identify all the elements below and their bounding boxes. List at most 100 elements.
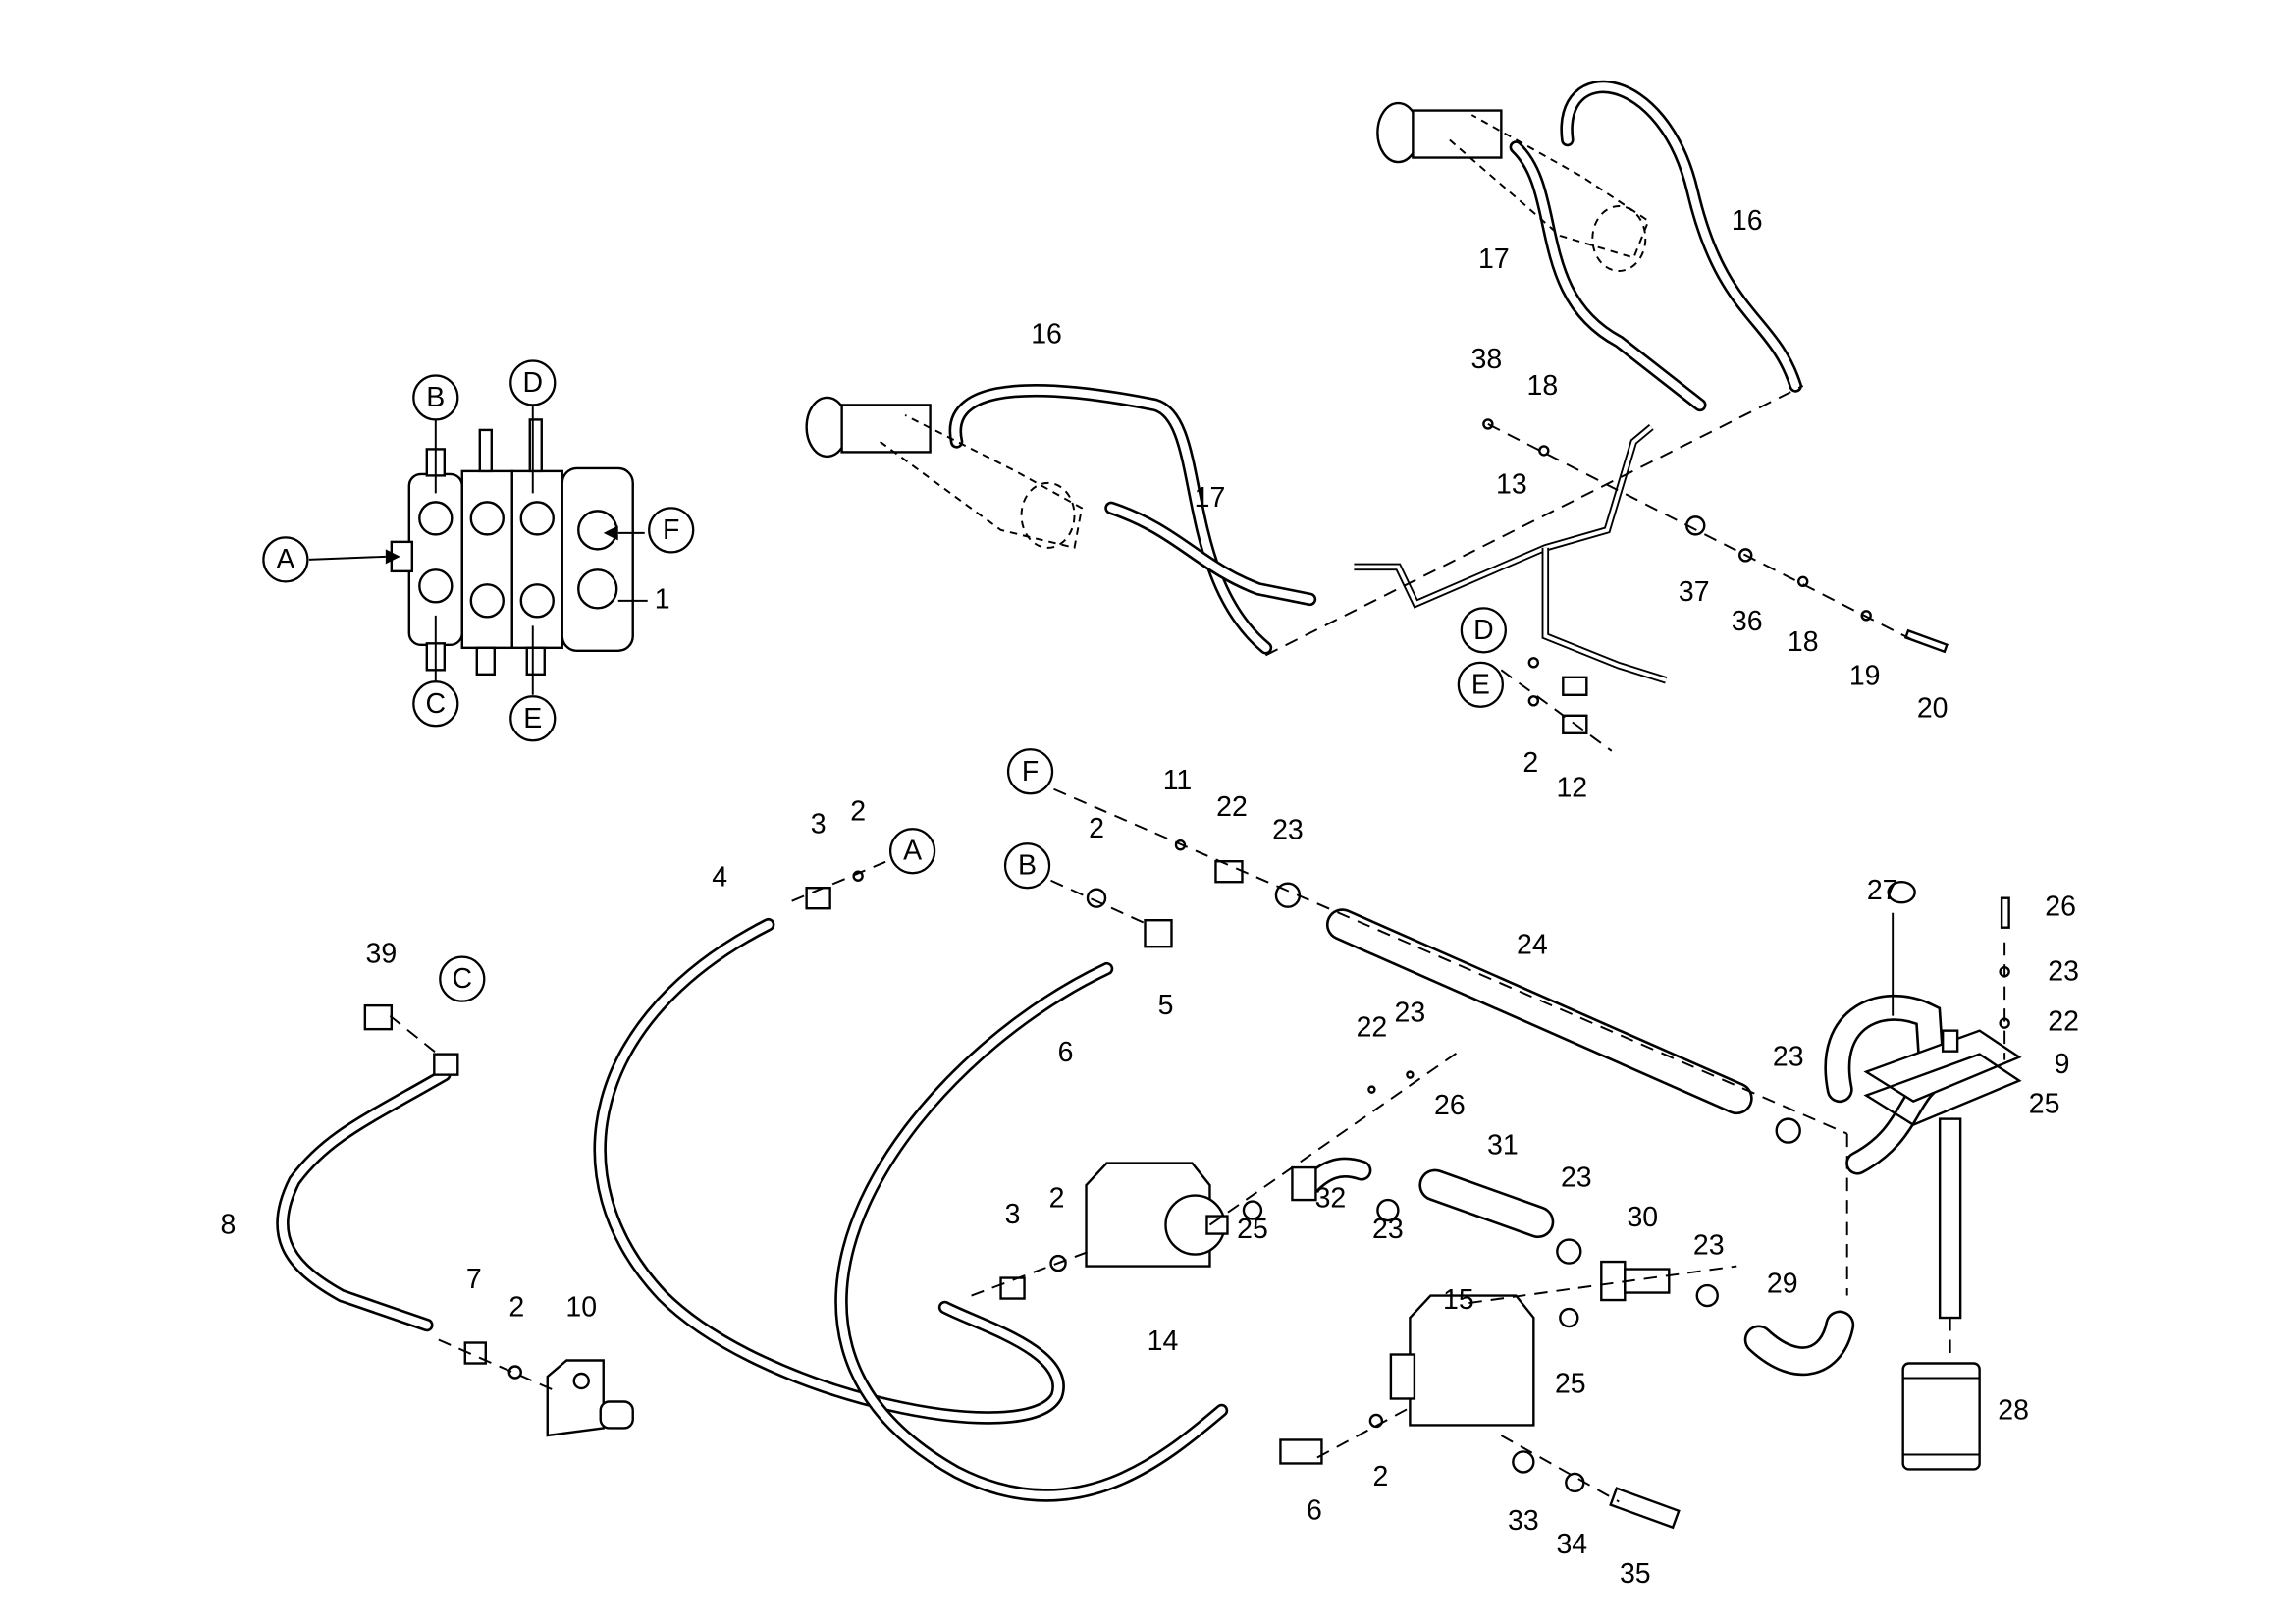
- part-number-label: 19: [1849, 660, 1881, 691]
- pipe-13: [1354, 424, 1668, 684]
- part-number-label: 36: [1732, 606, 1763, 637]
- hose-17-upper: [1509, 140, 1707, 412]
- assembly-lines: [389, 385, 2006, 1503]
- part-number-label: 3: [811, 809, 827, 840]
- svg-text:C: C: [426, 688, 447, 720]
- lift-cylinder-upper: [1376, 101, 1650, 272]
- svg-text:B: B: [1018, 850, 1037, 882]
- part-number-label: 35: [1620, 1558, 1651, 1590]
- hose-16-middle: [948, 383, 1273, 655]
- part-number-label: 32: [1315, 1183, 1347, 1215]
- callout-A-2: A: [888, 828, 936, 875]
- part-number-label: 23: [2048, 956, 2079, 988]
- svg-text:D: D: [522, 367, 543, 399]
- part-number-label: 26: [1434, 1090, 1466, 1121]
- part-number-label: 23: [1773, 1042, 1804, 1073]
- part-number-label: 4: [712, 862, 727, 893]
- pump-14: [1085, 1162, 1229, 1268]
- part-number-label: 23: [1272, 815, 1304, 846]
- part-number-label: 22: [1357, 1012, 1388, 1044]
- svg-text:E: E: [523, 703, 542, 734]
- callout-B-2: B: [1003, 842, 1051, 890]
- svg-text:E: E: [1471, 669, 1490, 700]
- callout-F: F: [648, 507, 695, 554]
- lift-cylinder-lower: [805, 396, 1084, 550]
- tank-cover-9: [1863, 881, 2022, 1320]
- port-arrows: [308, 405, 648, 695]
- part-number-label: 23: [1561, 1163, 1592, 1194]
- part-number-label: 27: [1867, 875, 1898, 906]
- hose-31-inner: [1421, 1171, 1552, 1236]
- hose-6-inner: [836, 964, 1226, 1500]
- part-number-label: 31: [1487, 1130, 1519, 1162]
- part-number-label: 17: [1195, 482, 1226, 514]
- part-number-label: 34: [1556, 1529, 1587, 1560]
- part-number-label: 7: [466, 1264, 482, 1295]
- tank-tube-inner: [1827, 997, 1943, 1101]
- svg-text:A: A: [276, 544, 294, 575]
- callout-D: D: [509, 359, 557, 406]
- part-number-label: 16: [1031, 318, 1062, 350]
- svg-text:A: A: [903, 836, 922, 867]
- callout-E: E: [509, 695, 557, 742]
- svg-text:D: D: [1473, 615, 1494, 646]
- hoses: [276, 80, 1955, 1502]
- part-number-label: 13: [1496, 468, 1527, 500]
- part-number-label: 18: [1526, 370, 1558, 402]
- part-number-label: 22: [1216, 791, 1248, 823]
- part-number-label: 23: [1693, 1230, 1725, 1262]
- valve-10: [546, 1359, 634, 1437]
- part-number-label: 18: [1788, 626, 1819, 658]
- callout-A: A: [262, 536, 309, 583]
- part-number-label: 38: [1471, 344, 1503, 375]
- part-number-label: 3: [1005, 1199, 1021, 1230]
- part-number-label: 24: [1517, 930, 1548, 961]
- part-number-label: 16: [1732, 205, 1763, 237]
- callout-D-2: D: [1460, 607, 1507, 654]
- part-number-label: 30: [1627, 1202, 1658, 1233]
- callout-C: C: [412, 680, 459, 728]
- hose-8-inner: [278, 1070, 449, 1329]
- callouts: B D A F C E D E F B A C: [262, 359, 1507, 1002]
- hose-8: [276, 1067, 452, 1332]
- callout-F-2: F: [1006, 748, 1054, 795]
- part-number-label: 15: [1443, 1284, 1474, 1316]
- hose-16-middle-inner: [951, 386, 1270, 652]
- part-number-label: 9: [2055, 1049, 2070, 1080]
- part-number-label: 10: [565, 1292, 597, 1324]
- part-number-label: 6: [1058, 1037, 1074, 1068]
- part-number-label: 22: [2048, 1006, 2079, 1038]
- hose-24-inner: [1328, 910, 1751, 1112]
- part-number-label: 11: [1163, 765, 1193, 796]
- part-number-label: 5: [1158, 990, 1174, 1021]
- part-number-label: 37: [1679, 576, 1710, 608]
- part-number-label: 23: [1372, 1214, 1404, 1245]
- part-number-label: 39: [365, 939, 397, 970]
- part-number-label: 2: [508, 1292, 524, 1324]
- part-number-label: 29: [1767, 1269, 1798, 1300]
- part-number-label: 33: [1508, 1505, 1539, 1537]
- part-number-label: 2: [1522, 747, 1538, 779]
- part-number-label: 25: [1237, 1214, 1268, 1245]
- svg-text:F: F: [663, 514, 679, 546]
- part-number-label: 25: [2029, 1089, 2060, 1120]
- pump-15: [1389, 1294, 1535, 1427]
- part-number-label: 14: [1148, 1326, 1179, 1357]
- callout-E-2: E: [1457, 661, 1504, 708]
- part-number-label: 2: [1372, 1461, 1388, 1492]
- part-number-label: 2: [1049, 1183, 1065, 1215]
- part-number-label: 23: [1395, 998, 1426, 1029]
- svg-text:B: B: [426, 382, 445, 413]
- callout-C-2: C: [439, 955, 486, 1002]
- callout-B: B: [412, 374, 459, 421]
- part-number-label: 6: [1307, 1494, 1322, 1526]
- part-number-label: 8: [220, 1210, 236, 1241]
- svg-text:F: F: [1022, 756, 1039, 787]
- hose-17-upper-inner: [1512, 142, 1704, 409]
- part-number-label: 28: [1998, 1395, 2029, 1427]
- part-number-label: 25: [1555, 1369, 1586, 1400]
- control-valve-1: [390, 418, 634, 677]
- part-number-label: 26: [2045, 892, 2076, 923]
